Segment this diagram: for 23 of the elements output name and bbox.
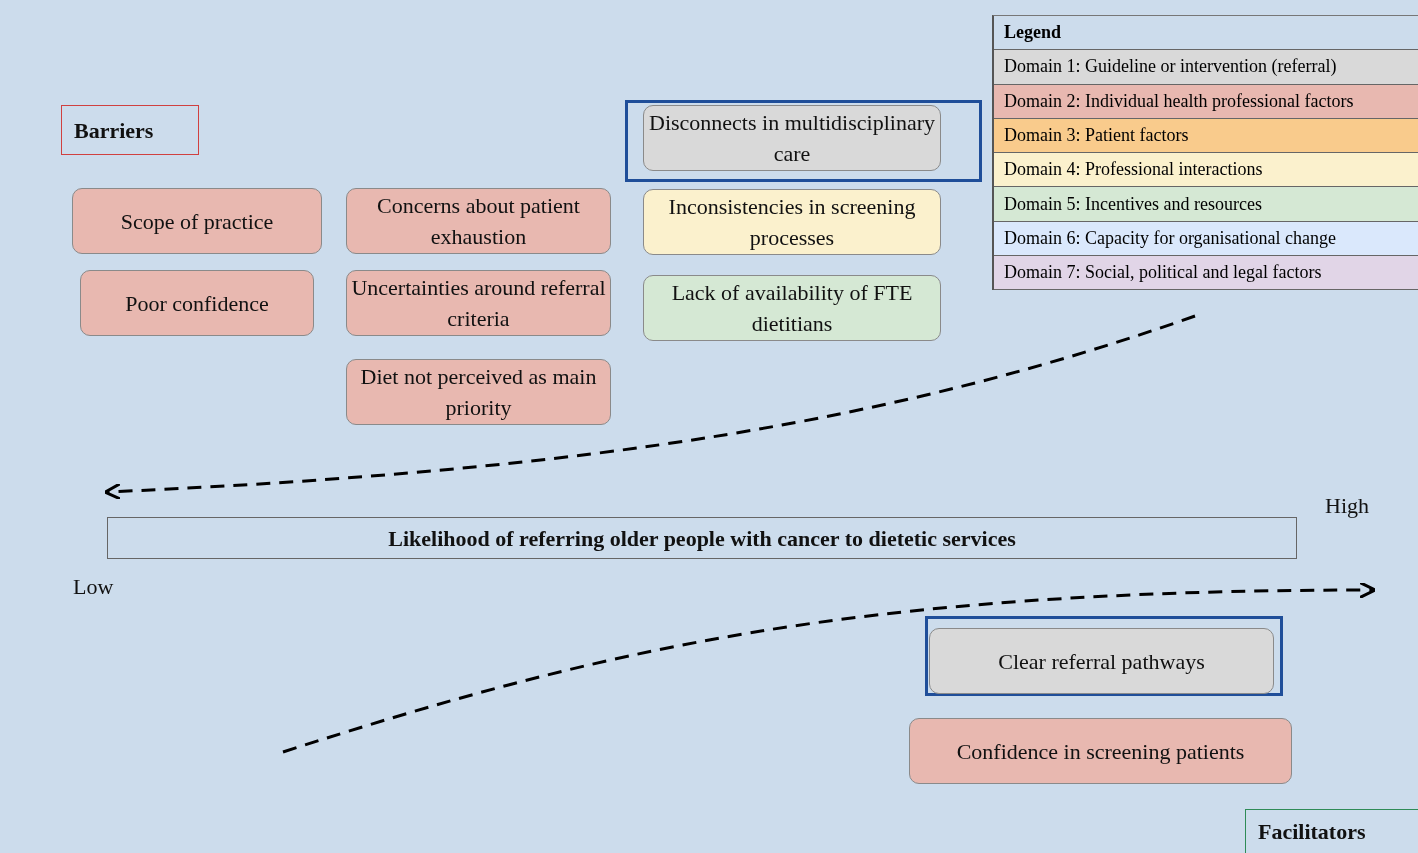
legend-text: Domain 3: Patient factors xyxy=(1004,125,1189,147)
legend-text: Domain 4: Professional interactions xyxy=(1004,159,1263,181)
factor-box: Concerns about patient exhaustion xyxy=(346,188,611,254)
heading-box: Barriers xyxy=(61,105,199,155)
scale-bar: Likelihood of referring older people with cancer to dietetic services xyxy=(107,517,1297,559)
legend-text: Domain 7: Social, political and legal factors xyxy=(1004,262,1322,284)
legend-text: Domain 5: Incentives and resources xyxy=(1004,193,1262,215)
legend-text: Domain 6: Capacity for organisational change xyxy=(1004,227,1337,249)
factor-box: Disconnects in multidisciplinary care xyxy=(643,105,941,171)
factor-box: Lack of availability of FTE dietitians xyxy=(643,275,941,341)
heading-box: Facilitators xyxy=(1245,809,1418,853)
scale-end-label: Low xyxy=(73,574,114,600)
factor-box: Confidence in screening patients xyxy=(909,718,1292,784)
legend-text: Domain 1: Guideline or intervention (referral) xyxy=(1004,56,1337,78)
factor-box: Scope of practice xyxy=(72,188,322,254)
factor-box: Poor confidence xyxy=(80,270,314,336)
factor-box: Clear referral pathways xyxy=(929,628,1274,694)
legend-title: Legend xyxy=(1004,22,1061,44)
scale-end-label: High xyxy=(1325,493,1369,519)
factor-box: Inconsistencies in screening processes xyxy=(643,189,941,255)
legend-text: Domain 2: Individual health professional factors xyxy=(1004,90,1354,112)
factor-box: Uncertainties around referral criteria xyxy=(346,270,611,336)
factor-box: Diet not perceived as main priority xyxy=(346,359,611,425)
